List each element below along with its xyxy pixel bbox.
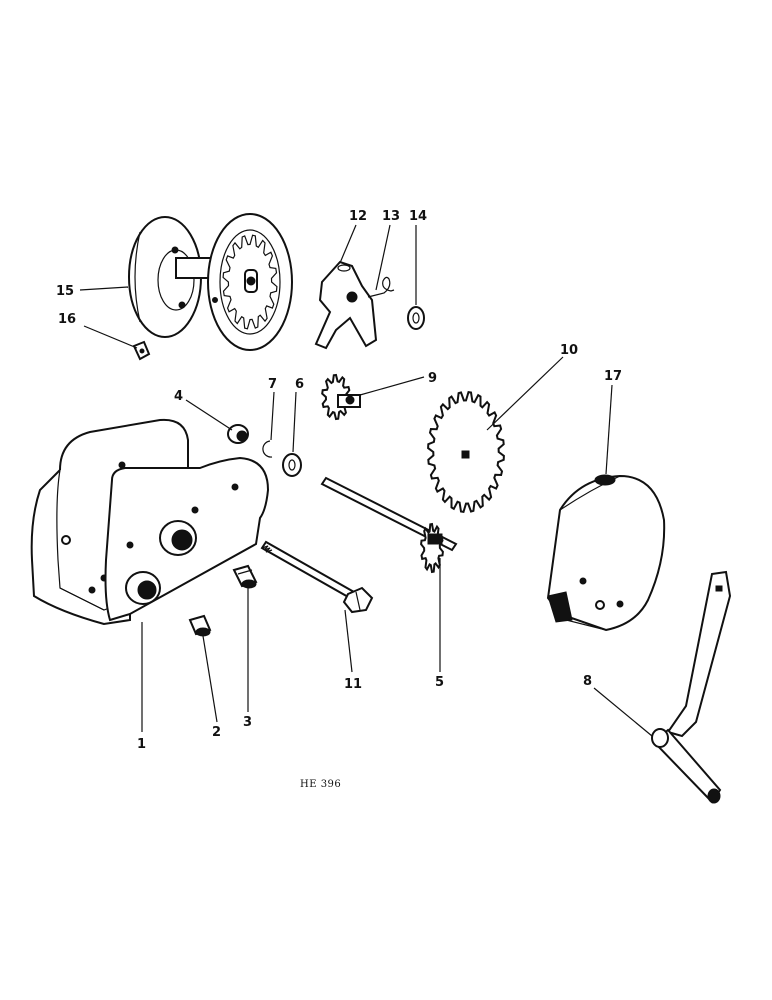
callout-7: 7	[268, 377, 277, 392]
callout-labels: 1 2 3 4 5 6 7 8 9 10 11 12 13 14 15 16 1…	[56, 209, 622, 752]
callout-12: 12	[349, 209, 367, 224]
bushing-flanged	[227, 424, 249, 444]
callout-2: 2	[212, 725, 221, 740]
leader-15	[79, 286, 129, 291]
crank-handle	[651, 570, 732, 804]
leader-13	[375, 224, 391, 291]
leader-17	[605, 384, 613, 475]
washer	[282, 453, 302, 477]
drawing-code: HE 396	[300, 779, 341, 790]
leader-16	[83, 325, 138, 349]
callout-11: 11	[344, 677, 362, 692]
pawl-spring	[367, 276, 395, 298]
sprocket	[427, 390, 505, 514]
callout-4: 4	[174, 389, 183, 404]
leader-2	[202, 635, 218, 723]
bolt	[260, 540, 374, 614]
callout-1: 1	[137, 737, 146, 752]
retaining-ring	[262, 440, 273, 458]
callout-13: 13	[382, 209, 400, 224]
leader-9	[359, 376, 425, 396]
washer-pawl	[407, 306, 425, 330]
callout-15: 15	[56, 284, 74, 299]
callout-17: 17	[604, 369, 622, 384]
leader-11	[344, 609, 353, 673]
callout-16: 16	[58, 312, 76, 327]
leader-6	[292, 391, 297, 453]
leader-12	[339, 224, 357, 264]
callout-9: 9	[428, 371, 437, 386]
leader-7	[270, 391, 275, 441]
callout-10: 10	[560, 343, 578, 358]
bushing	[232, 564, 258, 589]
callout-6: 6	[295, 377, 304, 392]
pinion-shaft	[320, 476, 458, 574]
callout-5: 5	[435, 675, 444, 690]
leader-lines	[79, 224, 653, 737]
bushing-small	[188, 614, 212, 637]
leader-4	[185, 399, 233, 431]
callout-3: 3	[243, 715, 252, 730]
callout-14: 14	[409, 209, 427, 224]
pinion-gear	[321, 373, 361, 421]
leader-8	[593, 687, 653, 737]
callout-8: 8	[583, 674, 592, 689]
gear-cover	[546, 474, 666, 632]
cable-clamp	[132, 340, 151, 361]
leader-10	[486, 356, 564, 431]
pawl	[314, 260, 378, 350]
drum-assembly	[128, 213, 293, 351]
housing	[30, 418, 270, 626]
